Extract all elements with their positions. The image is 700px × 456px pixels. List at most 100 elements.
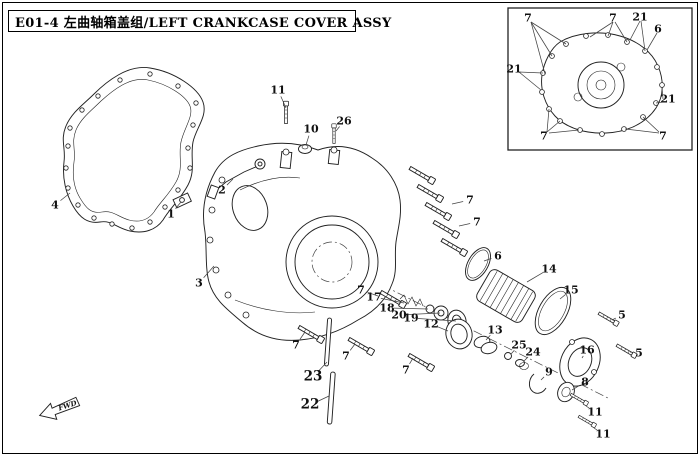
oil-filter-part-14 bbox=[476, 269, 536, 323]
dowel-pin-part-22 bbox=[326, 371, 336, 425]
callout-21: 21 bbox=[632, 11, 647, 24]
leader-line-3 bbox=[203, 265, 215, 278]
leader-line-5 bbox=[611, 317, 616, 321]
inset-leader-lines bbox=[518, 20, 664, 134]
dowel-pin-part-23 bbox=[323, 317, 333, 367]
fwd-arrow: FWD bbox=[38, 396, 81, 420]
callout-4: 4 bbox=[51, 199, 59, 212]
o-ring-part-15 bbox=[534, 286, 572, 336]
leader-line-7 bbox=[451, 201, 464, 205]
callout-8: 8 bbox=[581, 376, 589, 389]
leader-line-7 bbox=[299, 331, 306, 340]
callout-7: 7 bbox=[342, 350, 350, 363]
leader-line-24 bbox=[523, 356, 529, 362]
callout-11: 11 bbox=[595, 428, 610, 441]
leader-line-12 bbox=[437, 326, 449, 332]
callout-6: 6 bbox=[654, 23, 662, 36]
leader-line-19 bbox=[417, 318, 457, 322]
leader-line-7 bbox=[458, 223, 471, 227]
leader-line-14 bbox=[526, 272, 544, 283]
callout-layer: 1110262143776141555162425131298111171718… bbox=[51, 11, 675, 441]
callout-7: 7 bbox=[357, 284, 365, 297]
leader-line-8 bbox=[571, 385, 580, 391]
callout-7: 7 bbox=[524, 12, 532, 25]
page-title: E01-4 左曲轴箱盖组/LEFT CRANKCASE COVER ASSY bbox=[15, 15, 392, 31]
callout-7: 7 bbox=[473, 216, 481, 229]
bolt-part-5-a bbox=[597, 310, 620, 327]
callout-21: 21 bbox=[506, 63, 521, 76]
leader-line-4 bbox=[60, 192, 71, 201]
bearing-part-12 bbox=[445, 318, 473, 350]
callout-21: 21 bbox=[660, 93, 675, 106]
leader-line-1 bbox=[175, 201, 182, 209]
leader-line-11 bbox=[280, 96, 287, 109]
callout-23: 23 bbox=[304, 369, 323, 385]
bolt-part-11-a bbox=[569, 392, 590, 407]
leader-line-18 bbox=[393, 307, 429, 310]
callout-3: 3 bbox=[195, 277, 203, 290]
leader-line-20 bbox=[405, 312, 441, 316]
bolt-part-5-b bbox=[615, 342, 638, 359]
callout-22: 22 bbox=[301, 397, 320, 413]
leader-line-22 bbox=[316, 395, 330, 403]
callout-1: 1 bbox=[167, 208, 175, 221]
title-box: E01-4 左曲轴箱盖组/LEFT CRANKCASE COVER ASSY bbox=[8, 10, 391, 32]
leader-line-13 bbox=[485, 334, 491, 341]
leader-line-7 bbox=[367, 291, 379, 297]
callout-11: 11 bbox=[270, 84, 285, 97]
callout-13: 13 bbox=[487, 324, 502, 337]
detail-inset bbox=[507, 7, 693, 151]
filter-cover-part-16 bbox=[559, 337, 601, 387]
callout-10: 10 bbox=[303, 123, 319, 136]
callout-19: 19 bbox=[403, 312, 418, 325]
leader-line-26 bbox=[335, 126, 340, 132]
o-ring-part-6 bbox=[465, 247, 491, 281]
lever-part-2 bbox=[206, 158, 266, 200]
leader-line-9 bbox=[540, 376, 545, 381]
callout-18: 18 bbox=[379, 302, 395, 315]
bracket-part-1 bbox=[172, 192, 192, 209]
callout-7: 7 bbox=[609, 12, 617, 25]
callout-7: 7 bbox=[402, 364, 410, 377]
callout-7: 7 bbox=[540, 130, 548, 143]
leader-line-10 bbox=[305, 135, 310, 146]
callout-24: 24 bbox=[525, 346, 541, 359]
leader-line-17 bbox=[380, 298, 405, 304]
leader-line-2 bbox=[226, 178, 234, 186]
callout-2: 2 bbox=[218, 184, 226, 197]
callout-26: 26 bbox=[336, 115, 352, 128]
leader-line-6 bbox=[483, 258, 492, 262]
callout-16: 16 bbox=[579, 344, 595, 357]
leader-line-16 bbox=[581, 355, 584, 359]
leader-line-7 bbox=[409, 357, 414, 365]
callout-6: 6 bbox=[494, 250, 502, 263]
callout-7: 7 bbox=[659, 130, 667, 143]
callout-11: 11 bbox=[587, 406, 602, 419]
leader-line-11 bbox=[593, 427, 598, 431]
small-part-24 bbox=[515, 359, 529, 370]
callout-14: 14 bbox=[541, 263, 557, 276]
crankcase-cover-part-3 bbox=[202, 142, 401, 341]
leader-line-7 bbox=[349, 343, 356, 351]
leader-line-25 bbox=[510, 349, 515, 355]
circlip-part-9 bbox=[528, 373, 547, 394]
fwd-label: FWD bbox=[56, 398, 79, 413]
callout-7: 7 bbox=[292, 339, 300, 352]
screws-part-7-right bbox=[407, 164, 469, 258]
callout-5: 5 bbox=[618, 309, 626, 322]
sleeve-part-13 bbox=[473, 335, 498, 355]
leader-line-23 bbox=[317, 361, 328, 373]
callout-15: 15 bbox=[563, 284, 578, 297]
callout-20: 20 bbox=[391, 309, 407, 322]
gasket-bolt-holes bbox=[63, 71, 199, 231]
callout-25: 25 bbox=[511, 339, 526, 352]
inset-bolt-points bbox=[539, 32, 665, 137]
callout-17: 17 bbox=[366, 291, 381, 304]
callout-12: 12 bbox=[423, 318, 438, 331]
callout-7: 7 bbox=[466, 194, 474, 207]
gasket-part-4 bbox=[62, 66, 205, 233]
cap-part-10 bbox=[298, 144, 312, 154]
small-part-25 bbox=[504, 352, 512, 360]
